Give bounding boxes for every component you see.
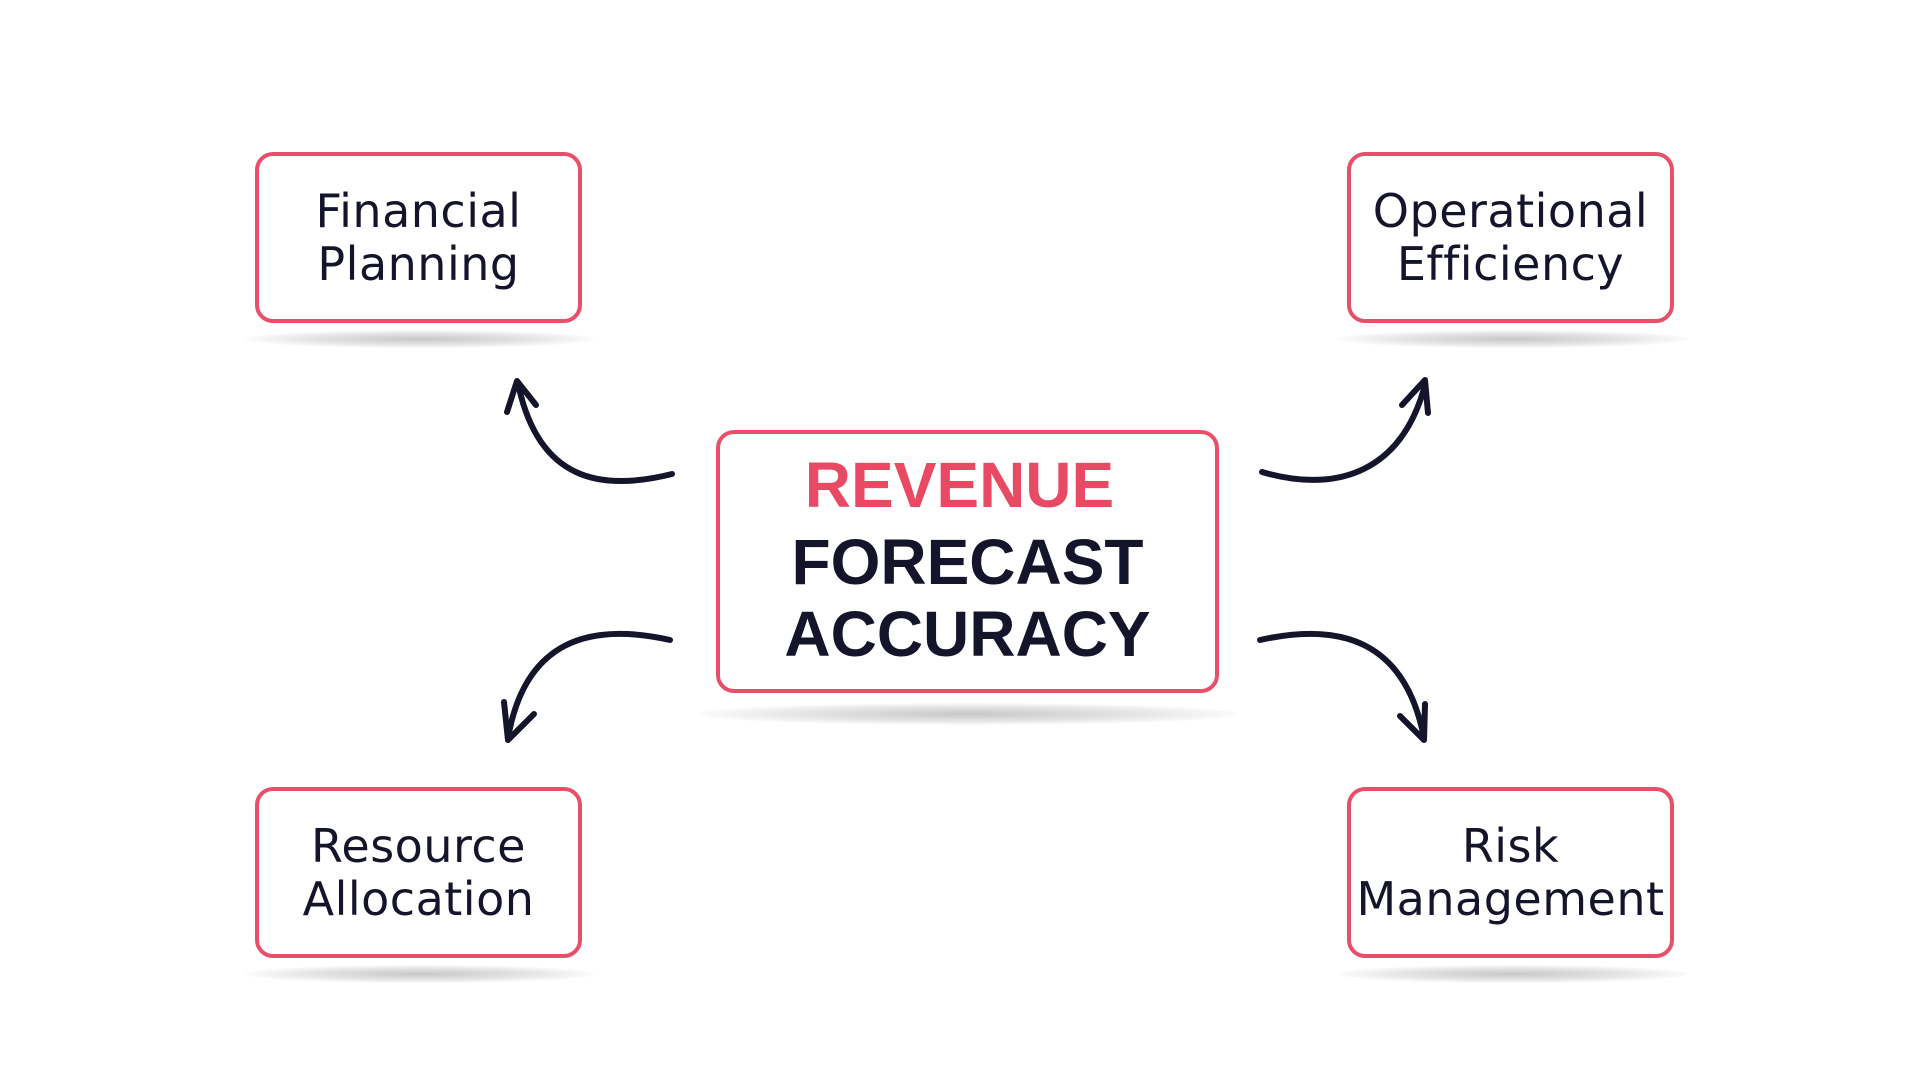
- financial-planning-line1: Financial: [315, 183, 522, 238]
- operational-efficiency-label: Operational Efficiency: [1372, 183, 1649, 291]
- risk-management-line1: Risk: [1461, 818, 1560, 873]
- bottom-right-box-shadow: [1338, 965, 1688, 983]
- center-title: REVENUE FORECAST ACCURACY: [784, 450, 1151, 670]
- resource-allocation-box: Resource Allocation: [255, 787, 582, 958]
- risk-management-box: Risk Management: [1347, 787, 1674, 958]
- top-left-box-shadow: [245, 330, 595, 348]
- center-title-line1: FORECAST: [791, 525, 1144, 598]
- top-right-box-shadow: [1338, 330, 1688, 348]
- resource-allocation-line2: Allocation: [302, 871, 535, 926]
- bottom-left-box-shadow: [245, 965, 595, 983]
- arrow-to-financial-planning: [504, 378, 675, 485]
- arrow-to-risk-management: [1257, 630, 1428, 743]
- center-title-line2: ACCURACY: [784, 597, 1151, 670]
- arrow-to-resource-allocation: [501, 630, 673, 743]
- risk-management-line2: Management: [1356, 871, 1665, 926]
- risk-management-label: Risk Management: [1356, 818, 1665, 926]
- operational-efficiency-box: Operational Efficiency: [1347, 152, 1674, 323]
- revenue-forecast-accuracy-box: REVENUE FORECAST ACCURACY: [716, 430, 1219, 693]
- financial-planning-line2: Planning: [317, 236, 520, 291]
- operational-efficiency-line1: Operational: [1372, 183, 1649, 238]
- center-title-accent: REVENUE: [804, 448, 1115, 521]
- operational-efficiency-line2: Efficiency: [1396, 236, 1625, 291]
- financial-planning-box: Financial Planning: [255, 152, 582, 323]
- arrow-to-operational-efficiency: [1259, 377, 1431, 483]
- center-box-shadow: [698, 703, 1238, 725]
- financial-planning-label: Financial Planning: [315, 183, 522, 291]
- resource-allocation-label: Resource Allocation: [302, 818, 535, 926]
- resource-allocation-line1: Resource: [311, 818, 526, 873]
